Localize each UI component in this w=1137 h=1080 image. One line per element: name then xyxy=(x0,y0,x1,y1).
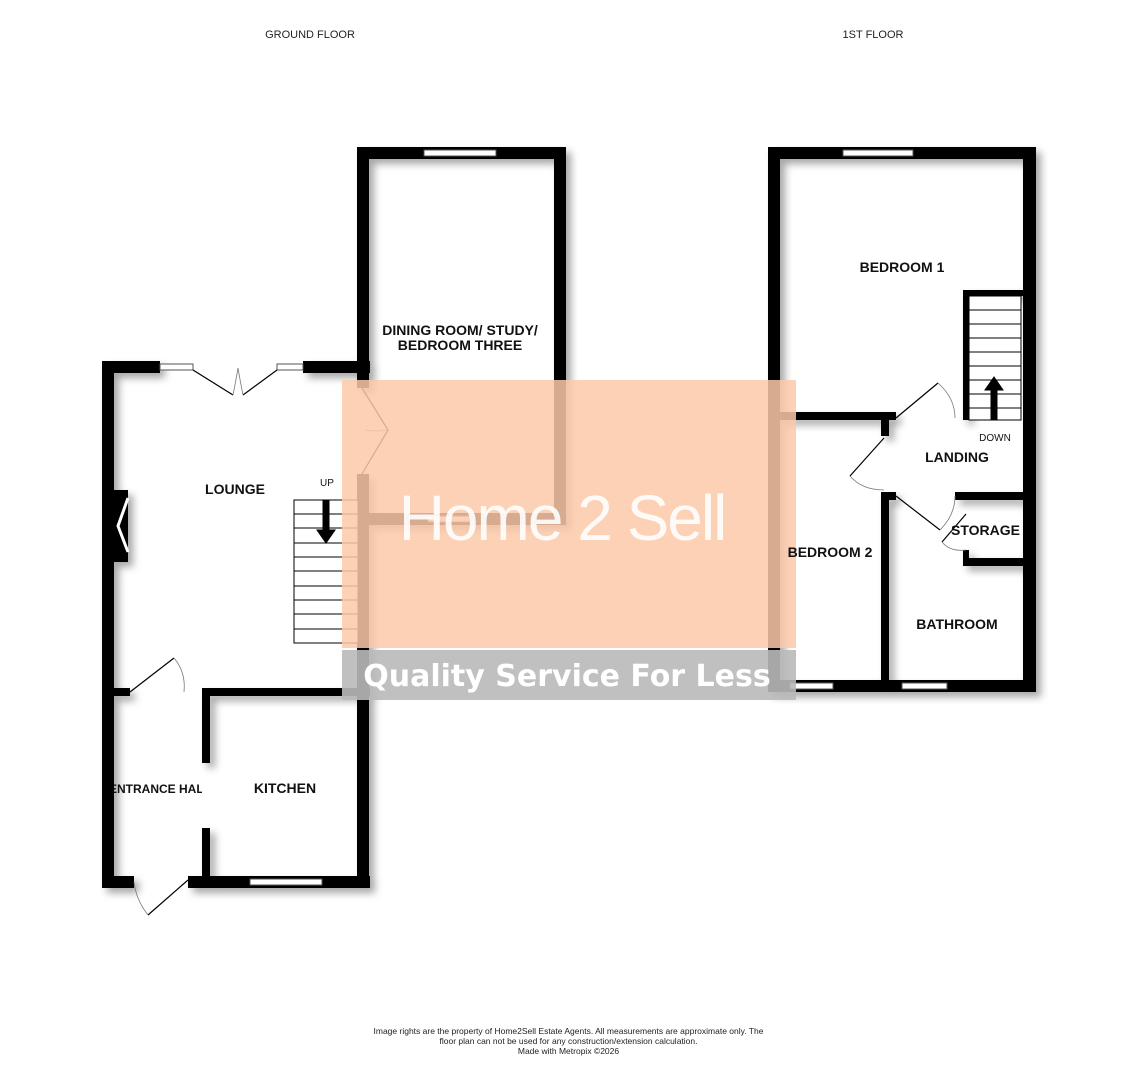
watermark-panel xyxy=(342,380,796,648)
first-floor-title: 1ST FLOOR xyxy=(843,29,904,41)
first-floor-doors xyxy=(849,382,967,551)
footer-line: Image rights are the property of Home2Se… xyxy=(373,1026,764,1036)
room-label-kitchen: KITCHEN xyxy=(254,780,316,796)
room-label-bedroom1: BEDROOM 1 xyxy=(860,259,945,275)
room-label-lounge: LOUNGE xyxy=(205,481,265,497)
watermark: Home 2 Sell Quality Service For Less xyxy=(342,380,796,700)
footer-line: floor plan can not be used for any const… xyxy=(439,1036,698,1046)
room-label-entrance-hall: ENTRANCE HALL xyxy=(109,782,211,796)
stairs-down-label: DOWN xyxy=(979,433,1011,444)
watermark-band xyxy=(342,650,796,700)
footer-credit: Made with Metropix ©2026 xyxy=(517,1046,620,1056)
room-label-bedroom2: BEDROOM 2 xyxy=(788,544,873,560)
room-label-bathroom: BATHROOM xyxy=(916,616,997,632)
ground-floor-title: GROUND FLOOR xyxy=(265,29,355,41)
footer-disclaimer: Image rights are the property of Home2Se… xyxy=(340,1026,797,1056)
room-label-dining-line2: BEDROOM THREE xyxy=(398,337,522,353)
watermark-slogan: Quality Service For Less xyxy=(363,659,770,694)
room-label-landing: LANDING xyxy=(925,449,989,465)
first-stairs xyxy=(968,295,1022,421)
room-label-storage: STORAGE xyxy=(951,522,1020,538)
watermark-brand: Home 2 Sell xyxy=(399,482,726,554)
room-label-dining-line1: DINING ROOM/ STUDY/ xyxy=(382,322,538,338)
first-floor-windows xyxy=(789,149,948,690)
stairs-up-label: UP xyxy=(320,478,334,489)
